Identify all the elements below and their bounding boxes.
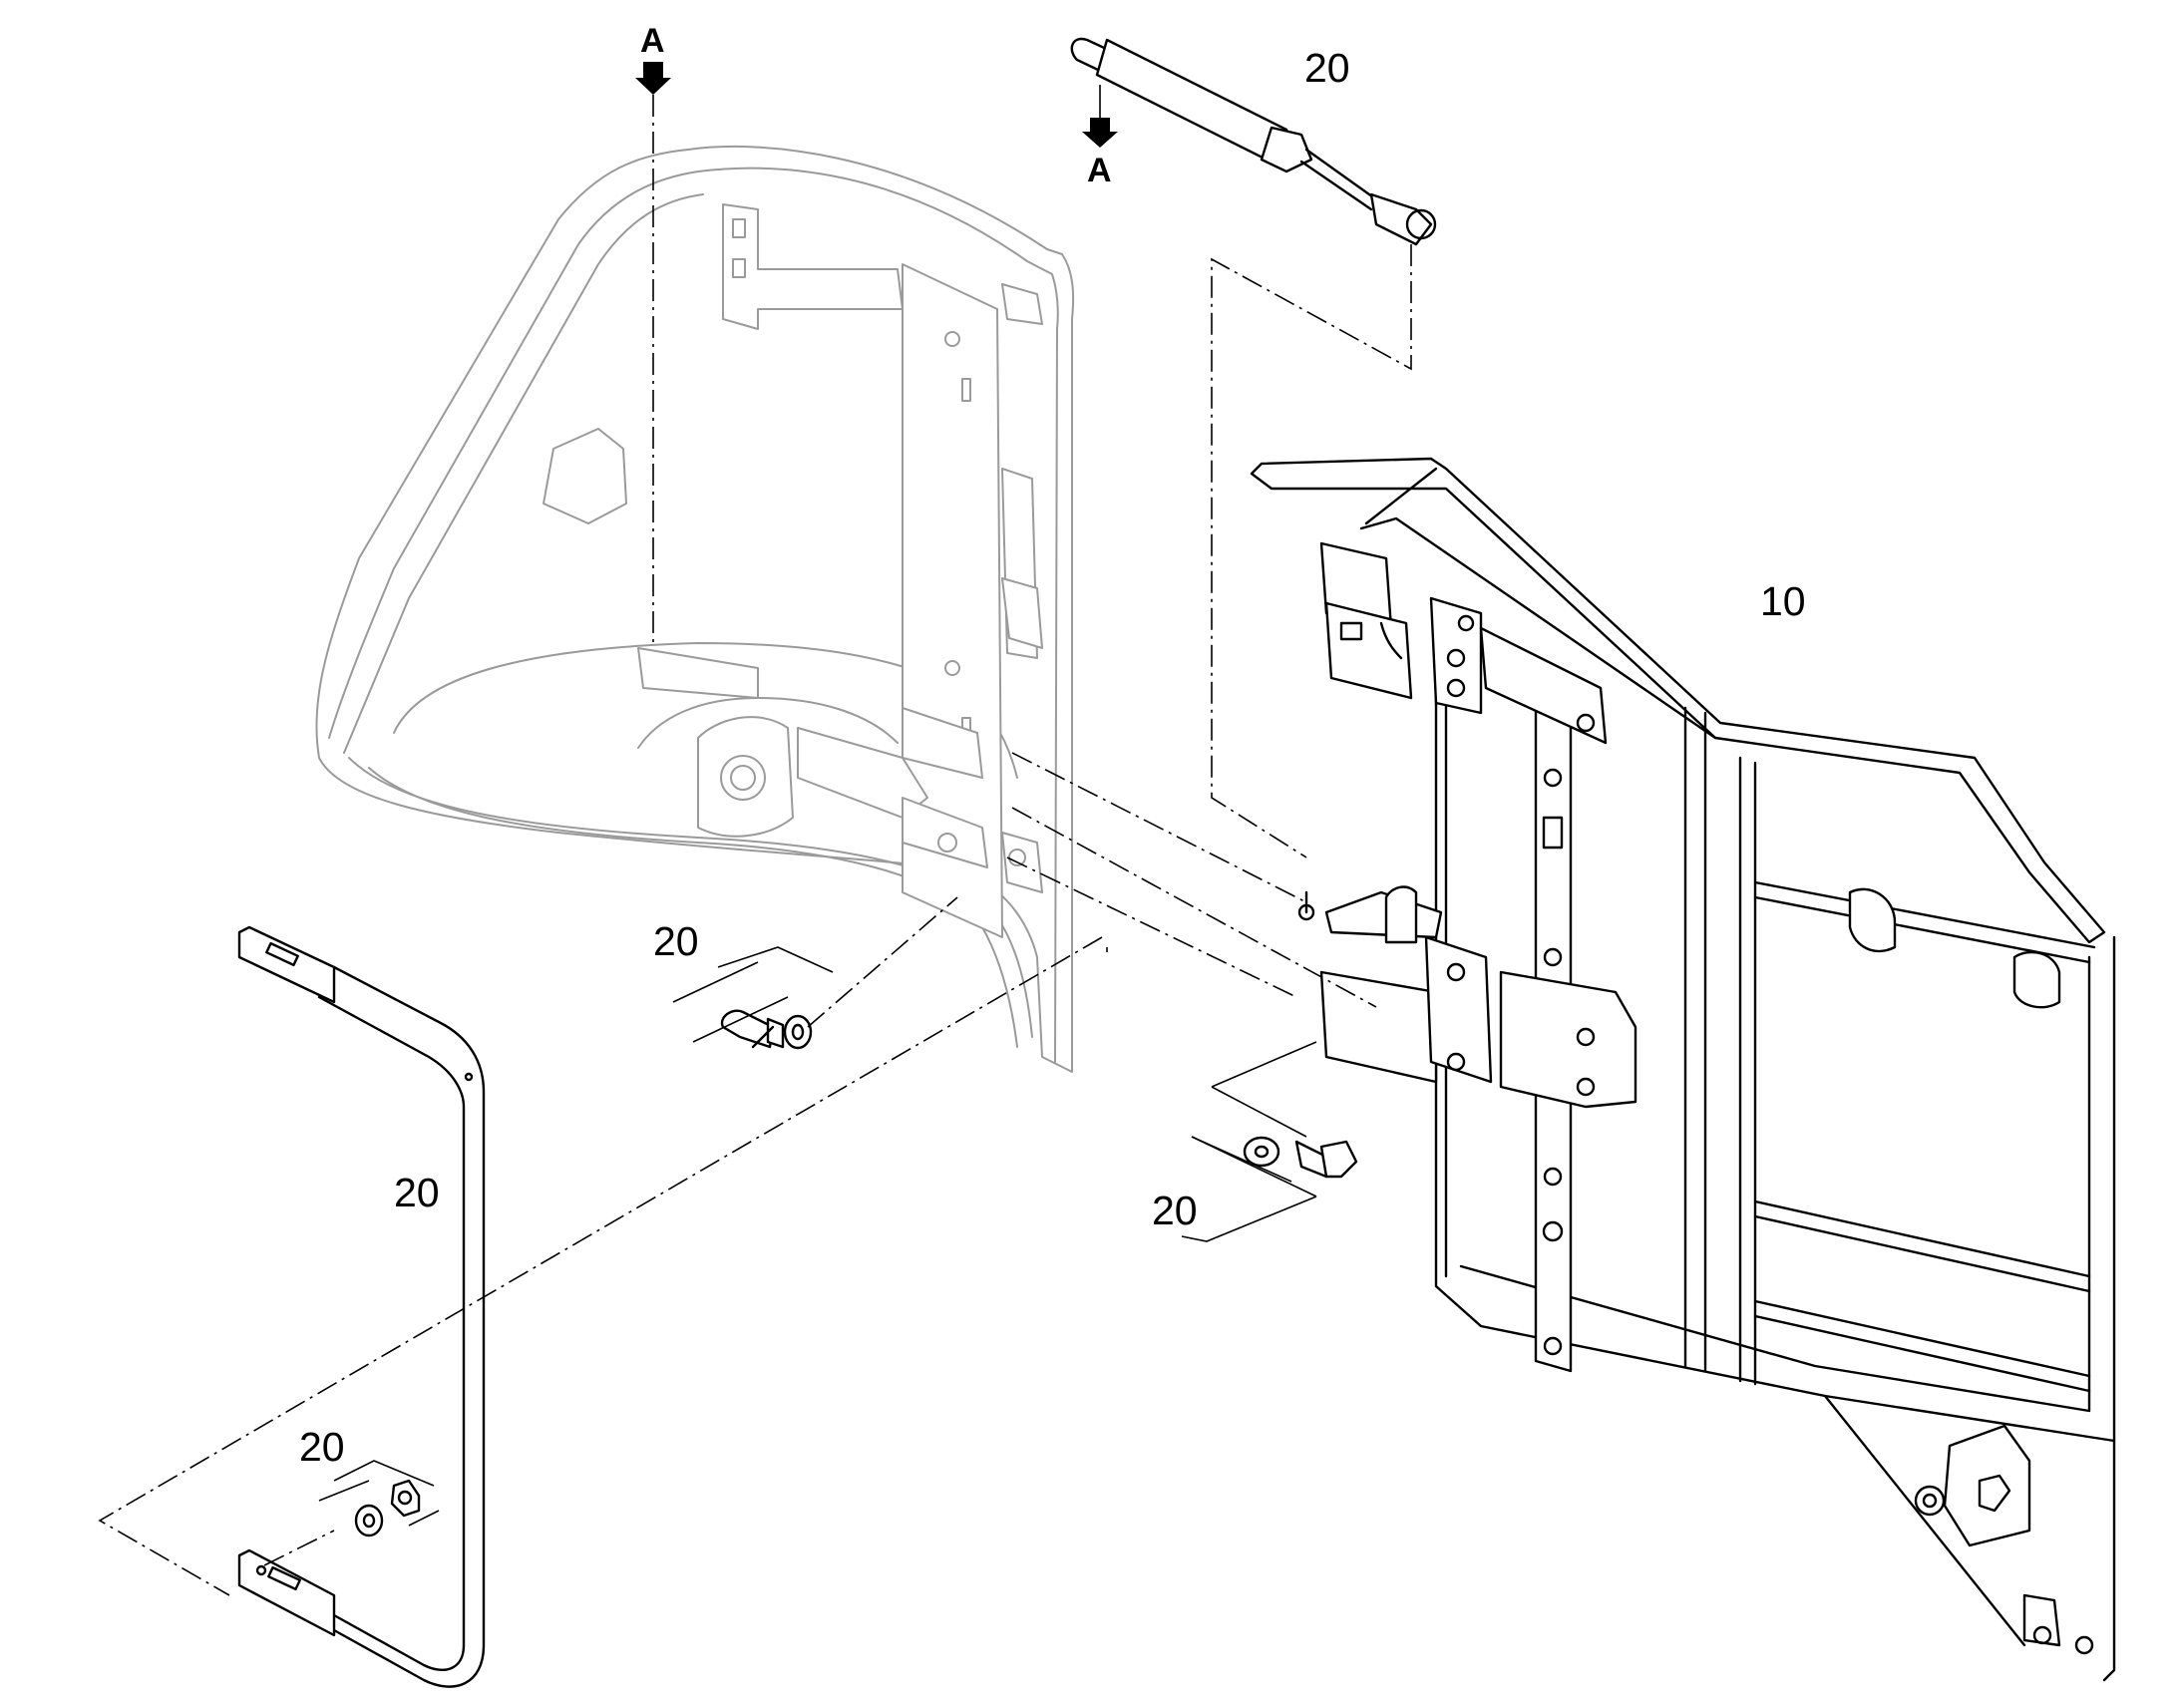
view-marker-top: A (635, 22, 671, 95)
callout-bolt-set-upper: 20 (653, 918, 699, 964)
nut-washer (354, 1479, 421, 1537)
view-marker-right-letter: A (1087, 152, 1112, 189)
gas-strut (1070, 37, 1437, 246)
leader-lines (318, 946, 1317, 1527)
callout-gas-strut: 20 (1304, 45, 1350, 91)
bolt-washer-lower (1243, 1136, 1358, 1179)
arrow-down-icon (635, 62, 671, 95)
door-panel (1250, 457, 2116, 1682)
callout-door-panel: 10 (1760, 578, 1806, 624)
arrow-down-icon (1082, 118, 1118, 148)
cab-body-ghost (315, 145, 1075, 1073)
view-marker-right: A (1082, 85, 1118, 189)
callout-handle-bar: 20 (394, 1170, 440, 1215)
handle-bar (237, 925, 486, 1688)
view-marker-top-letter: A (640, 22, 665, 60)
callout-bolt-set-lower: 20 (1152, 1188, 1198, 1233)
alignment-lines (98, 95, 1412, 1596)
bolt-washer-upper (720, 1009, 813, 1050)
callout-nut-set: 20 (299, 1424, 345, 1470)
